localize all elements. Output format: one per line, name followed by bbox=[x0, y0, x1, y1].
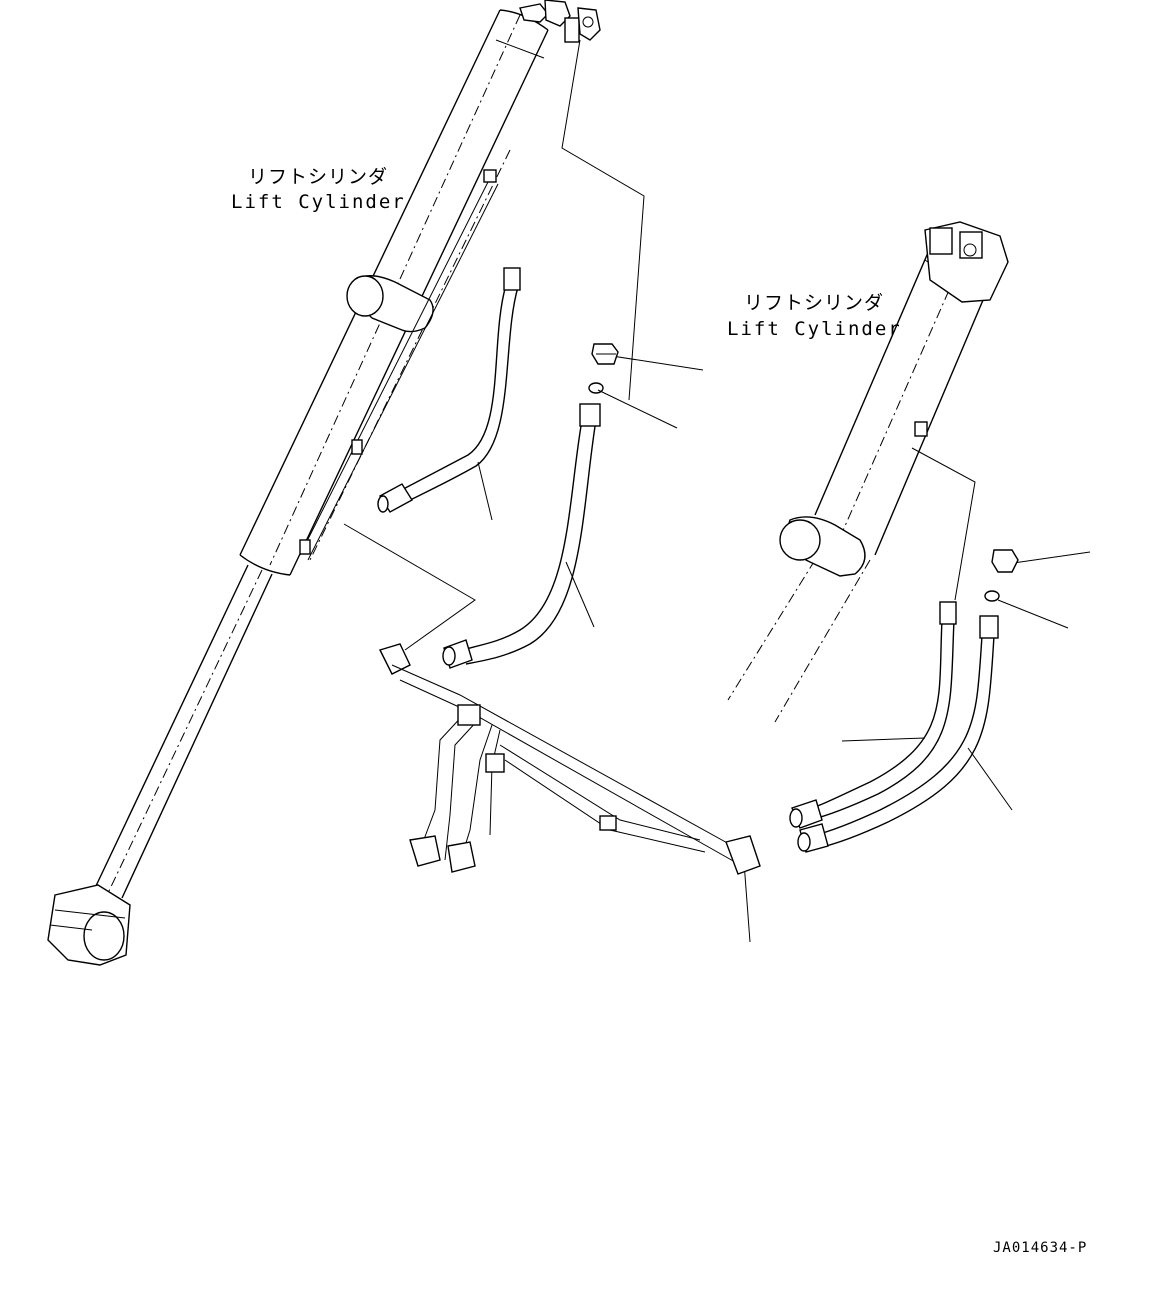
adapter-fitting-left bbox=[591, 343, 619, 365]
right-cylinder-label-jp: リフトシリンダ bbox=[744, 292, 885, 314]
right-cylinder-label-en: Lift Cylinder bbox=[727, 318, 902, 340]
left-cylinder-label-jp: リフトシリンダ bbox=[248, 166, 389, 188]
left-cylinder-rod-end bbox=[47, 884, 131, 966]
right-cylinder-head-fitting bbox=[924, 221, 1009, 303]
right-lift-cylinder bbox=[727, 221, 1009, 723]
hose-3 bbox=[789, 601, 957, 829]
o-ring-left bbox=[588, 382, 604, 394]
adapter-fitting-right bbox=[991, 549, 1019, 573]
hose-2 bbox=[442, 403, 601, 669]
left-lift-cylinder bbox=[47, 0, 601, 966]
hose-1 bbox=[377, 267, 521, 513]
left-cylinder-head-fitting bbox=[519, 0, 601, 43]
pipe-assembly bbox=[379, 643, 761, 875]
leader-lines-left bbox=[343, 39, 751, 943]
o-ring-right bbox=[984, 590, 1000, 602]
drawing-code: JA014634-P bbox=[993, 1240, 1088, 1256]
leader-lines-right bbox=[841, 447, 1091, 811]
hose-4 bbox=[797, 615, 999, 853]
left-cylinder-label-en: Lift Cylinder bbox=[231, 191, 406, 213]
